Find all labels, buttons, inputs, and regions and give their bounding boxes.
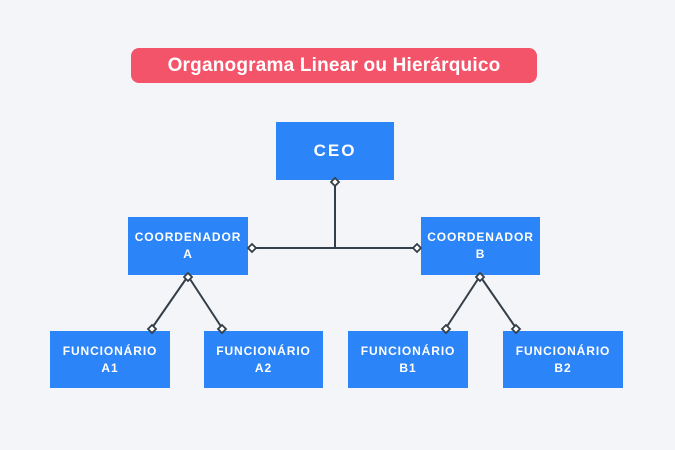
connection-diamond-coord-a-right — [246, 242, 258, 254]
node-funcionario-a1-sublabel: A1 — [101, 360, 119, 375]
diagram-title: Organograma Linear ou Hierárquico — [167, 54, 501, 76]
connector-coord-b-to-func-b2 — [479, 275, 517, 329]
node-coordenador-b-sublabel: B — [475, 247, 486, 261]
node-ceo: CEO — [276, 122, 394, 180]
connection-diamond-coord-b-left — [411, 242, 423, 254]
node-coordenador-a-sublabel: A — [183, 247, 193, 261]
node-funcionario-b2-sublabel: B2 — [554, 360, 572, 375]
node-funcionario-a2: FUNCIONÁRIO A2 — [204, 331, 323, 388]
node-coordenador-b-label: COORDENADOR — [427, 230, 534, 244]
node-funcionario-b2: FUNCIONÁRIO B2 — [503, 331, 623, 388]
connector-coord-a-to-func-a1 — [151, 275, 189, 329]
node-funcionario-b1-label: FUNCIONÁRIO — [360, 343, 456, 358]
node-funcionario-b1-sublabel: B1 — [399, 360, 417, 375]
node-funcionario-a1-label: FUNCIONÁRIO — [62, 343, 158, 358]
diagram-title-banner: Organograma Linear ou Hierárquico — [131, 48, 537, 83]
node-ceo-label: CEO — [313, 141, 357, 160]
node-funcionario-b1: FUNCIONÁRIO B1 — [348, 331, 468, 388]
node-funcionario-a2-label: FUNCIONÁRIO — [216, 343, 311, 358]
node-funcionario-a2-sublabel: A2 — [254, 360, 273, 375]
node-coordenador-b: COORDENADOR B — [421, 217, 540, 275]
connector-coord-a-to-func-a2 — [187, 275, 223, 329]
node-funcionario-b2-label: FUNCIONÁRIO — [515, 343, 611, 358]
connector-coord-b-to-func-b1 — [445, 275, 481, 329]
node-coordenador-a: COORDENADOR A — [128, 217, 248, 275]
node-funcionario-a1: FUNCIONÁRIO A1 — [50, 331, 170, 388]
node-coordenador-a-label: COORDENADOR — [134, 230, 242, 244]
